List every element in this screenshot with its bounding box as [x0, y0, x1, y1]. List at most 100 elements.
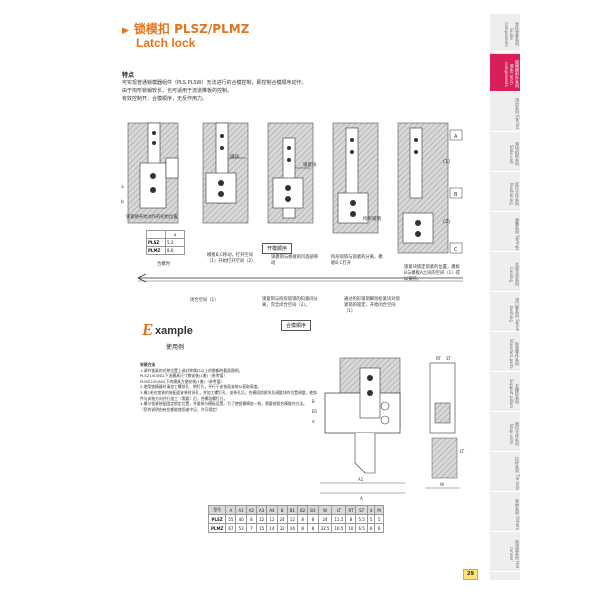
spec-cell: 67 — [225, 523, 237, 533]
dim-label-st: ST — [446, 356, 452, 361]
close-step-2: 锁紧销与拘形锁销的扣紧间分离，完全闭合空间（2）。 — [262, 297, 318, 308]
spec-cell: 32.5 — [317, 523, 333, 533]
step-1: 合模时 — [157, 262, 170, 267]
mechanism-diagram: 锁块 锁紧块 拘形锁销 A B C (1) (2) a b — [121, 122, 463, 283]
spec-cell: 8 — [307, 514, 319, 524]
feature-line: 由于拘形锁销较长，也可适用于流道推板的控制。 — [122, 88, 233, 94]
spec-table-header: 型号 A A1 A2 A3 A4 B B1 B2 B3 W LT RT S7 d… — [207, 505, 384, 515]
sequence-arrow — [137, 273, 463, 283]
dim-table-model: PLMZ — [146, 246, 166, 255]
spec-cell: PLSZ — [207, 514, 227, 524]
dim-table-value: 5.2 — [165, 238, 185, 247]
stage-5-figure — [397, 122, 463, 254]
dim-label-rt: RT — [436, 356, 441, 361]
sidebar-item[interactable]: 其他系列 Others — [490, 494, 520, 532]
sidebar-item[interactable]: 定位元件系列 Positioning — [490, 174, 520, 212]
spec-col: B3 — [307, 505, 319, 515]
dim-label-a: A — [360, 496, 363, 501]
spec-col: A4 — [266, 505, 278, 515]
example-title-rest: xample — [155, 325, 193, 337]
label-panel-c: C — [454, 247, 458, 253]
label-hook-pin: 拘形锁销 — [363, 215, 381, 222]
spec-cell: 8 — [296, 523, 309, 533]
sidebar-item[interactable]: 限位元件系列 Stop units — [490, 414, 520, 452]
spec-col: W — [317, 505, 333, 515]
page-title-cn: ▶锁模扣 PLSZ/PLMZ — [122, 22, 250, 36]
close-sequence-label: 合模顺序 — [281, 320, 312, 331]
sidebar-item[interactable]: 滑块机构系列 Slide unit — [490, 134, 520, 172]
spec-cell: 16.5 — [331, 523, 347, 533]
label-dim-b: b — [121, 199, 124, 205]
sidebar-item[interactable]: 拉杆系列 Tie rods — [490, 454, 520, 492]
dim-label-b: B — [312, 399, 315, 404]
stage-4-figure — [332, 122, 379, 234]
sidebar-item[interactable]: 支撑柱系列 Support pillars — [490, 374, 520, 412]
spec-cell: 5 — [374, 514, 384, 524]
feature-heading: 特点 — [122, 72, 135, 79]
spec-cell: 7 — [245, 523, 258, 533]
spec-col: B1 — [286, 505, 298, 515]
step-2: 模板B,C移动，打开空间（1）开始打开空间（2） — [207, 253, 256, 264]
spec-cell: 5 — [366, 514, 376, 524]
spec-col: A — [225, 505, 237, 515]
note-line: 4.模与锁紧装配固定锁定位置，并要装与模板设置。为了使锁模模态一致，需要按照合模… — [140, 401, 307, 407]
spec-col: S7 — [355, 505, 368, 515]
spec-cell: 11.5 — [331, 514, 347, 524]
spec-cell: 40 — [235, 514, 247, 524]
spec-col: 型号 — [207, 505, 227, 515]
spec-cell: 6 — [374, 523, 384, 533]
spec-cell: 8 — [345, 514, 357, 524]
play-icon: ▶ — [122, 26, 129, 36]
spec-cell: 24 — [276, 514, 288, 524]
spec-cell: 8 — [307, 523, 319, 533]
spec-cell: 53 — [235, 523, 247, 533]
dim-table-value: 8.6 — [165, 246, 185, 255]
spec-cell: 24 — [317, 514, 333, 524]
sidebar-item[interactable]: 热流道系列 Hot runner — [490, 534, 520, 572]
example-notes: 安装方法 1.调节锁具的对称位置上或对称偶口以上的数额的截面图例。 PLSZ10… — [140, 362, 318, 412]
spec-cell: 12 — [266, 514, 278, 524]
table-row: PLSZ 55 40 8 12 12 24 12 8 8 24 11.5 8 5… — [207, 514, 384, 524]
dim-table-model: PLSZ — [146, 238, 166, 247]
dim-table-header: a — [165, 230, 185, 239]
note-line: （您的说明由有些都能使用者中见，许可规定） — [140, 406, 220, 412]
ref-position-text: 锁紧拼开始动作的初始位置 — [126, 215, 178, 220]
label-panel-a: A — [454, 134, 458, 140]
sidebar-item[interactable]: 顶出系列 Ejector — [490, 94, 520, 132]
spec-cell: 12 — [256, 514, 268, 524]
spec-col: A3 — [256, 505, 268, 515]
spec-col: RT — [345, 505, 357, 515]
step-5: 锁紧块锁定锁紧的位置，模板B与模板A之间的空间（1）得以保持。 — [404, 265, 460, 282]
sidebar-item[interactable]: 水道冷却系列 Cooling — [490, 254, 520, 292]
sidebar-item[interactable]: 浇口套系列 Sprue bushing — [490, 294, 520, 332]
spec-cell: 16 — [286, 523, 298, 533]
close-step-1: 闭合空间（1） — [190, 298, 219, 303]
stage-2-figure — [202, 122, 249, 224]
spec-cell: 32 — [276, 523, 288, 533]
spec-cell: 14 — [266, 523, 278, 533]
spec-cell: PLMZ — [207, 523, 227, 533]
label-dim-a: a — [121, 185, 124, 190]
note-line: PLMZ200(N以下的模具方便安装(1套)（参考值） — [140, 378, 225, 384]
stage-3-figure — [267, 122, 314, 224]
example-drawing: A1 A W RT ST LT B B1 d — [312, 356, 465, 501]
note-line: 3.模2毛在锁紧的装配面安装时间孔，并加工螺钉孔、安装孔后，合模段锁紧块及调整块… — [140, 389, 317, 401]
sidebar-item[interactable]: 导柱导套系列 Guide components — [490, 14, 520, 52]
dim-label-b1: B1 — [312, 409, 318, 414]
sidebar-item[interactable]: 标准零件系列 Standard parts — [490, 334, 520, 372]
page-title-en: Latch lock — [136, 36, 196, 50]
close-step-3: 通过拘形锁销解除松紧块对锁紧销的锁定，开始闭合空间（1） — [344, 297, 400, 314]
dim-label-w: W — [440, 482, 444, 487]
spec-col: M — [374, 505, 384, 515]
note-line: 2.使用锁模器时请加工螺纹孔、销钉孔，平行于安装面安装以获取高度。 — [140, 384, 262, 390]
note-line: PLSZ100(N以下选模具尺寸数安装(1套)（参考值） — [140, 373, 228, 379]
feature-line: 有效控制开、合模顺序，无反作用力。 — [122, 96, 208, 102]
open-sequence-label: 开模顺序 — [262, 243, 293, 254]
sidebar-item[interactable]: 弹簧系列 Springs — [490, 214, 520, 252]
sidebar-item-active[interactable]: 锁模器附件系列 Mold latch components — [490, 54, 520, 92]
spec-cell: 10 — [345, 523, 357, 533]
label-panel-b: B — [454, 192, 458, 198]
step-4: 拘形锁销与锁紧的分离，模板B,C打开 — [331, 255, 383, 266]
example-title-cn: 使用例 — [166, 344, 185, 351]
